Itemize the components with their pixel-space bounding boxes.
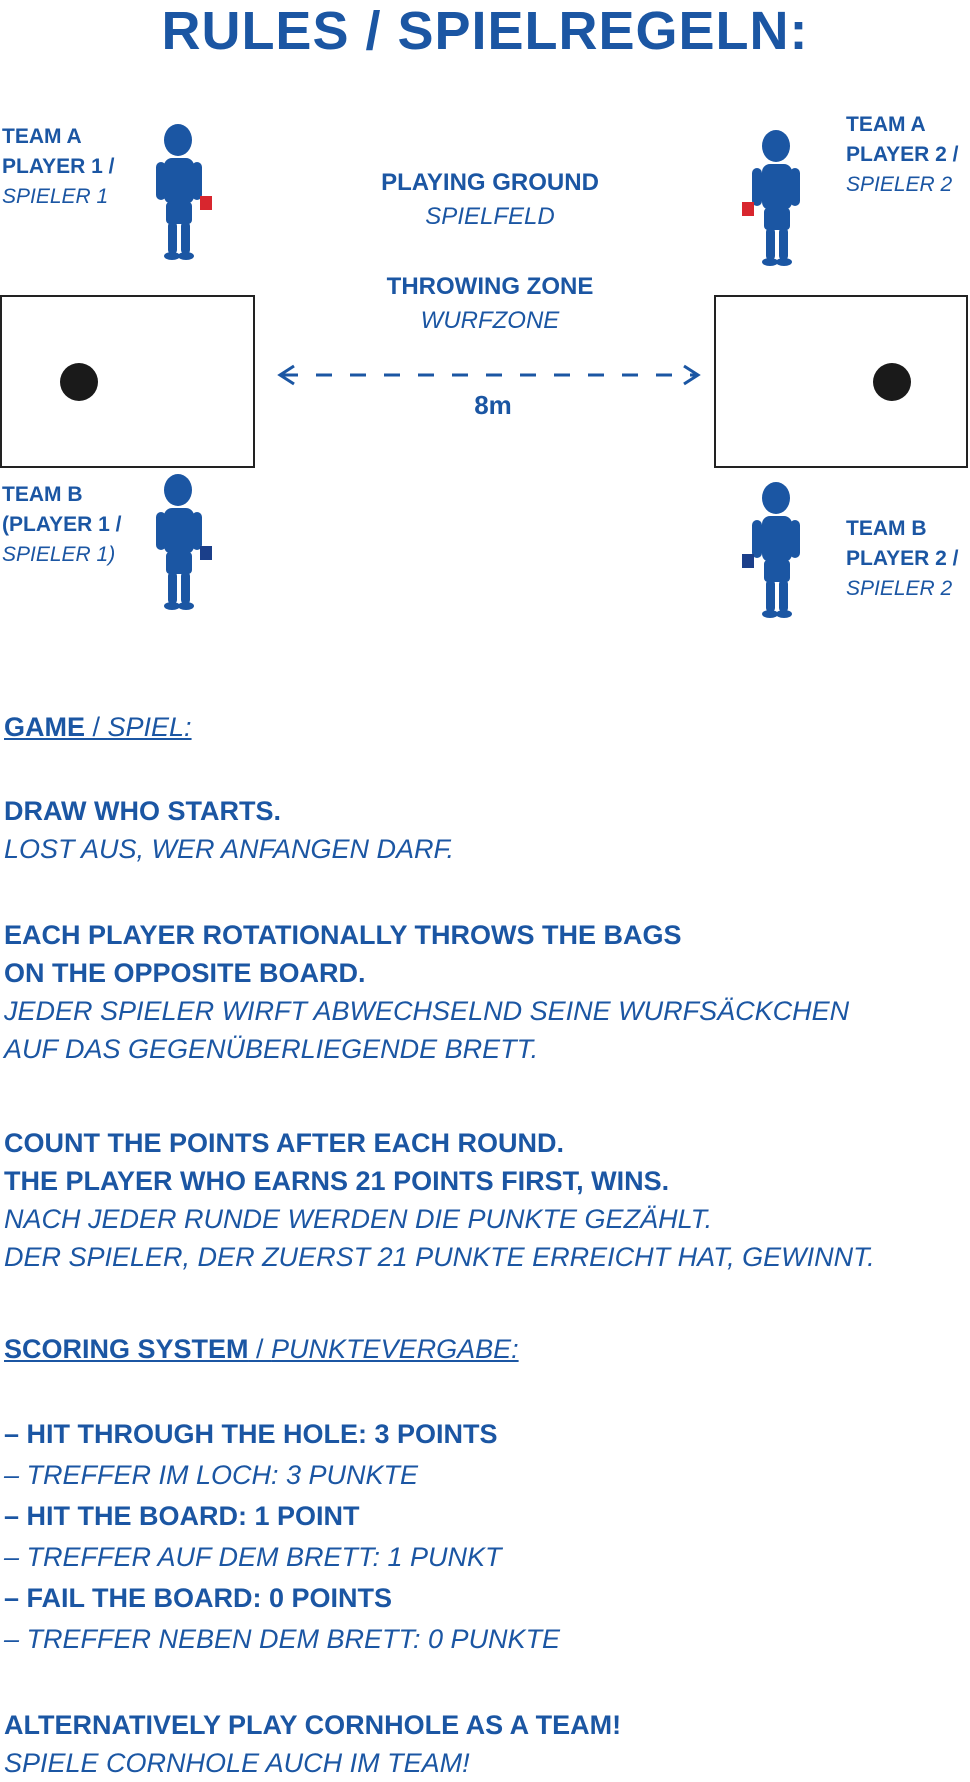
left-board (0, 295, 255, 468)
game-rule-2: EACH PLAYER ROTATIONALLY THROWS THE BAGS… (4, 920, 850, 1064)
scoring-item-3-en: – FAIL THE BOARD: 0 POINTS (4, 1583, 393, 1613)
right-board-hole (873, 363, 911, 401)
label-throwing-zone: THROWING ZONE WURFZONE (386, 273, 594, 334)
left-board-hole (60, 363, 98, 401)
scoring-item-3-de: – TREFFER NEBEN DEM BRETT: 0 PUNKTE (4, 1624, 561, 1654)
team-note: ALTERNATIVELY PLAY CORNHOLE AS A TEAM! S… (4, 1710, 622, 1778)
playing-field-diagram: TEAM A PLAYER 1 / SPIELER 1 TEAM A PLAYE… (0, 100, 970, 640)
blue-bag-icon (742, 554, 754, 568)
scoring-heading: SCORING SYSTEM / PUNKTEVERGABE: (4, 1334, 519, 1364)
scoring-item-2-de: – TREFFER AUF DEM BRETT: 1 PUNKT (4, 1542, 502, 1572)
player-icon-team-a-2 (742, 130, 800, 266)
scoring-item-1-en: – HIT THROUGH THE HOLE: 3 POINTS (4, 1419, 498, 1449)
scoring-item-2-en: – HIT THE BOARD: 1 POINT (4, 1501, 360, 1531)
scoring-list: – HIT THROUGH THE HOLE: 3 POINTS – TREFF… (4, 1414, 964, 1660)
page-title: RULES / SPIELREGELN: (161, 1, 809, 61)
player-icon-team-a-1 (156, 124, 212, 260)
label-playing-ground: PLAYING GROUND SPIELFELD (381, 169, 599, 230)
player-icon-team-b-1 (156, 474, 212, 610)
label-team-a-player-1: TEAM A PLAYER 1 / SPIELER 1 (2, 125, 115, 208)
player-icon-team-b-2 (742, 482, 800, 618)
blue-bag-icon (200, 546, 212, 560)
label-team-b-player-2: TEAM B PLAYER 2 / SPIELER 2 (846, 517, 959, 600)
right-board (714, 295, 968, 468)
game-rule-1: DRAW WHO STARTS. LOST AUS, WER ANFANGEN … (4, 796, 455, 864)
label-team-a-player-2: TEAM A PLAYER 2 / SPIELER 2 (846, 113, 959, 196)
distance-arrow (277, 364, 701, 386)
game-heading: GAME / SPIEL: (4, 712, 192, 742)
red-bag-icon (742, 202, 754, 216)
label-team-b-player-1: TEAM B (PLAYER 1 / SPIELER 1) (2, 483, 122, 566)
game-rule-3: COUNT THE POINTS AFTER EACH ROUND. THE P… (4, 1128, 875, 1272)
distance-label: 8m (474, 390, 512, 420)
red-bag-icon (200, 196, 212, 210)
scoring-item-1-de: – TREFFER IM LOCH: 3 PUNKTE (4, 1460, 419, 1490)
